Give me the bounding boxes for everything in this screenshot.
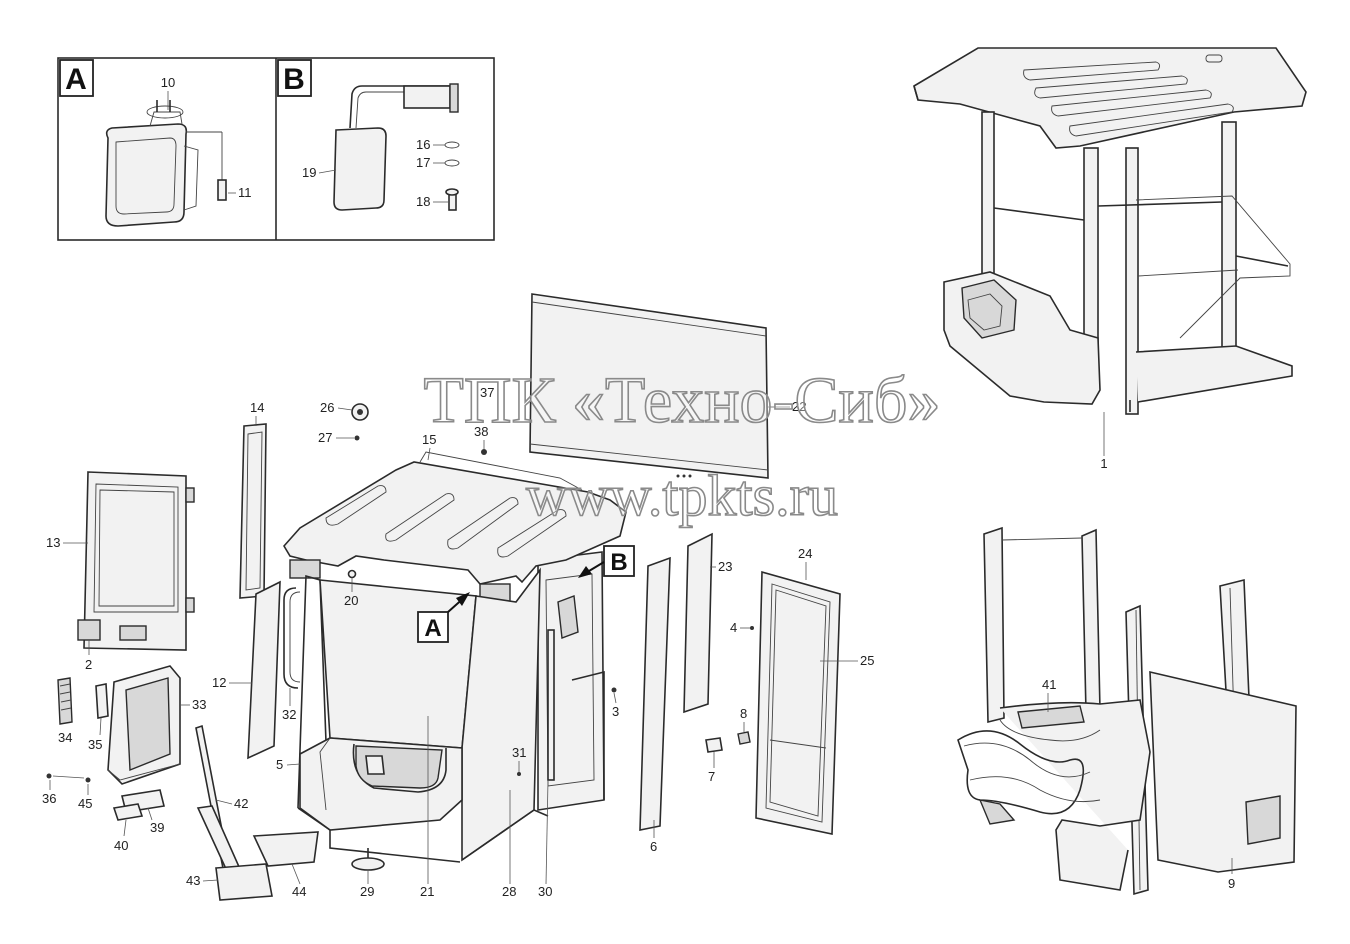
part-label-29: 29 [360, 884, 374, 899]
part-label-39: 39 [150, 820, 164, 835]
cab-frame-drawing [913, 47, 1307, 415]
part-label-30: 30 [538, 884, 552, 899]
windshield-drawing [529, 293, 769, 479]
detail-views-box: A B 10 11 [57, 57, 495, 241]
part-label-45: 45 [78, 796, 92, 811]
part-label-4: 4 [730, 620, 737, 635]
part-label-18: 18 [416, 194, 430, 209]
part-label-33: 33 [192, 697, 206, 712]
part-label-31: 31 [512, 745, 526, 760]
wiper-drawing [195, 724, 319, 901]
part-label-36: 36 [42, 791, 56, 806]
part-label-42: 42 [234, 796, 248, 811]
work-lamp-drawing [105, 100, 227, 227]
part-label-27: 27 [318, 430, 332, 445]
part-label-5: 5 [276, 757, 283, 772]
part-label-25: 25 [860, 653, 874, 668]
part-label-32: 32 [282, 707, 296, 722]
part-label-43: 43 [186, 873, 200, 888]
part-label-17: 17 [416, 155, 430, 170]
detail-view-a-letter: A [65, 63, 87, 96]
callout-a-letter: A [424, 615, 441, 642]
part-label-19: 19 [302, 165, 316, 180]
part-label-14: 14 [250, 400, 264, 415]
part-label-26: 26 [320, 400, 334, 415]
part-label-44: 44 [292, 884, 306, 899]
cab-body-drawing [283, 403, 627, 871]
glass-panels-left [239, 423, 281, 760]
part-label-16: 16 [416, 137, 430, 152]
part-label-21: 21 [420, 884, 434, 899]
glass-panels-right [639, 532, 713, 831]
part-label-37: 37 [480, 385, 494, 400]
part-label-28: 28 [502, 884, 516, 899]
part-label-7: 7 [708, 769, 715, 784]
part-label-34: 34 [58, 730, 72, 745]
part-label-24: 24 [798, 546, 812, 561]
watermark-url: www.tpkts.ru [526, 463, 838, 528]
part-label-10: 10 [161, 75, 175, 90]
mirror-drawing [333, 83, 460, 211]
part-label-35: 35 [88, 737, 102, 752]
part-label-8: 8 [740, 706, 747, 721]
callout-b: B [578, 545, 635, 578]
watermark-company: ТПК «Техно-Сиб» [424, 364, 941, 437]
part-label-38: 38 [474, 424, 488, 439]
part-label-41: 41 [1042, 677, 1056, 692]
part-label-23: 23 [718, 559, 732, 574]
part-label-15: 15 [422, 432, 436, 447]
part-label-11: 11 [238, 185, 252, 200]
part-label-22: 22 [792, 399, 806, 414]
part-label-13: 13 [46, 535, 60, 550]
door-assembly-drawing [77, 471, 195, 651]
rear-door-drawing [755, 570, 841, 835]
part-label-12: 12 [212, 675, 226, 690]
detail-view-b-letter: B [283, 63, 305, 96]
part-label-6: 6 [650, 839, 657, 854]
part-label-40: 40 [114, 838, 128, 853]
callout-a: A [417, 592, 470, 643]
part-label-3: 3 [612, 704, 619, 719]
part-label-1: 1 [1100, 456, 1107, 471]
part-label-2: 2 [85, 657, 92, 672]
part-label-9: 9 [1228, 876, 1235, 891]
small-parts-left [46, 665, 181, 821]
harness-structure-drawing [957, 526, 1297, 896]
callout-b-letter: B [610, 549, 627, 576]
part-label-20: 20 [344, 593, 358, 608]
